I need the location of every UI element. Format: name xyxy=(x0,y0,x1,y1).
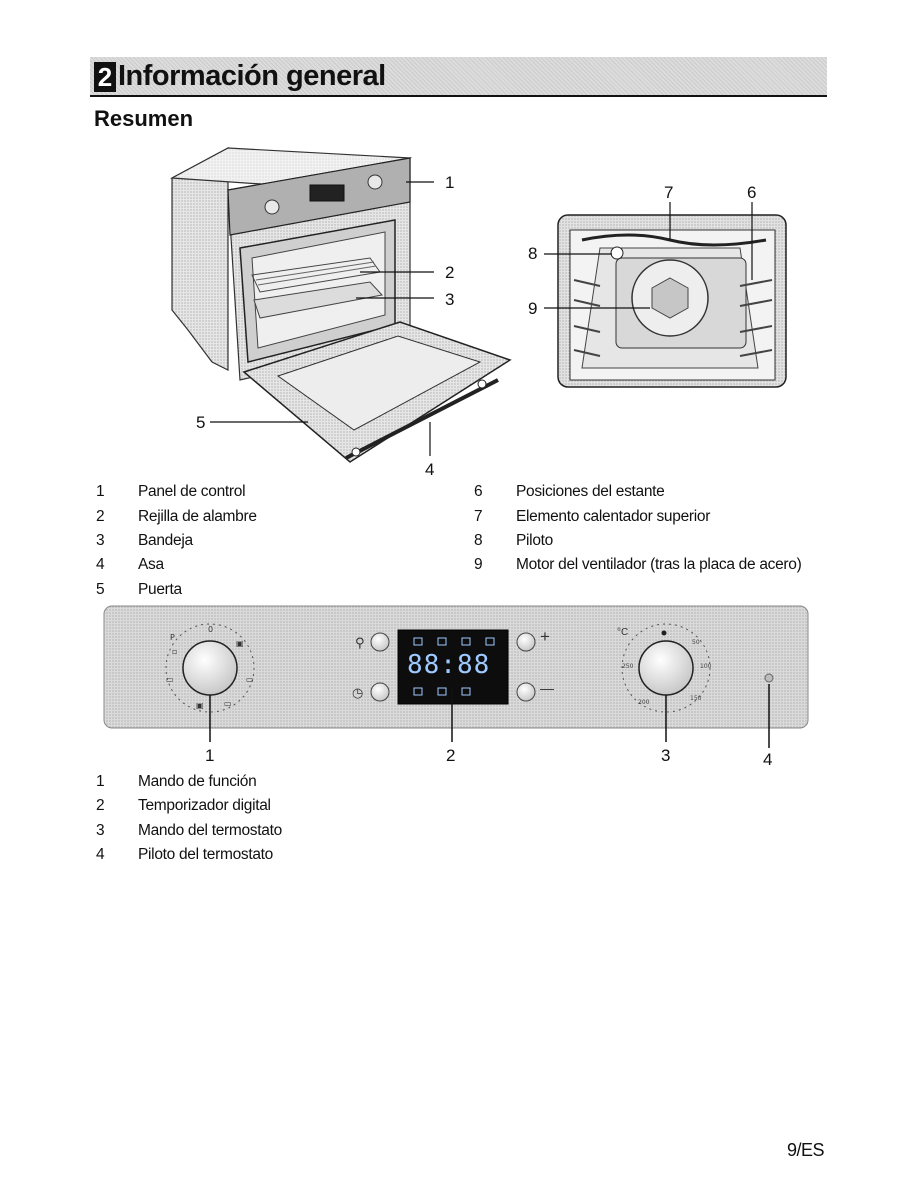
legend-text: Rejilla de alambre xyxy=(138,508,257,525)
svg-text:200: 200 xyxy=(638,699,650,706)
cavity-callout-6: 6 xyxy=(747,183,757,202)
legend-number: 6 xyxy=(474,483,483,500)
svg-text:P: P xyxy=(170,633,175,642)
oven-callout-2: 2 xyxy=(445,263,455,282)
cavity-callout-7: 7 xyxy=(664,183,674,202)
svg-text:⚲: ⚲ xyxy=(355,636,365,651)
svg-text:250: 250 xyxy=(622,663,634,670)
legend-text: Piloto del termostato xyxy=(138,846,273,863)
plus-icon: + xyxy=(540,627,550,646)
chapter-header-bar xyxy=(90,57,827,97)
svg-text:◷: ◷ xyxy=(352,686,363,701)
legend-text: Bandeja xyxy=(138,532,193,549)
cavity-callout-8: 8 xyxy=(528,244,538,263)
minus-icon: — xyxy=(540,680,554,696)
svg-text:▣: ▣ xyxy=(236,639,244,648)
legend-text: Mando de función xyxy=(138,773,257,790)
legend-text: Asa xyxy=(138,556,164,573)
oven-cavity-illustration xyxy=(544,202,787,388)
legend-number: 7 xyxy=(474,508,483,525)
oven-callout-5: 5 xyxy=(196,413,206,432)
legend-number: 3 xyxy=(96,532,105,549)
svg-text:50: 50 xyxy=(692,639,700,646)
svg-text:▫: ▫ xyxy=(172,647,177,656)
oven-illustration xyxy=(169,146,512,463)
legend-number: 8 xyxy=(474,532,483,549)
legend-text: Posiciones del estante xyxy=(516,483,665,500)
timer-display: 88:88 xyxy=(407,650,491,680)
celsius-label: °C xyxy=(617,627,629,638)
section-title: Resumen xyxy=(94,106,194,131)
oven-callout-3: 3 xyxy=(445,290,455,309)
svg-text:100: 100 xyxy=(700,663,712,670)
svg-text:150: 150 xyxy=(690,695,702,702)
panel-callout-1: 1 xyxy=(205,746,215,765)
chapter-number: 2 xyxy=(94,62,116,92)
legend-number: 3 xyxy=(96,822,105,839)
svg-text:▭: ▭ xyxy=(224,699,232,708)
legend-text: Elemento calentador superior xyxy=(516,508,711,525)
legend-number: 1 xyxy=(96,773,105,790)
page-number: 9/ES xyxy=(786,1140,825,1160)
legend-number: 4 xyxy=(96,556,105,573)
legend-number: 2 xyxy=(96,508,105,525)
legend-number: 2 xyxy=(96,797,105,814)
svg-text:▣: ▣ xyxy=(196,701,204,710)
panel-callout-2: 2 xyxy=(446,746,456,765)
chapter-title: Información general xyxy=(118,60,386,92)
legend-text: Puerta xyxy=(138,581,182,598)
cavity-callout-9: 9 xyxy=(528,299,538,318)
svg-text:0: 0 xyxy=(208,625,213,634)
legend-text: Panel de control xyxy=(138,483,246,500)
legend-number: 1 xyxy=(96,483,105,500)
panel-callout-4: 4 xyxy=(763,750,773,769)
svg-text:▭: ▭ xyxy=(166,675,174,684)
control-panel-illustration: P 0 ▣ ▫ ▭ ▭ ▣ ▭ ⚲ ◷ 50 100 250 150 200 xyxy=(103,605,809,748)
legend-text: Motor del ventilador (tras la placa de a… xyxy=(516,556,802,573)
legend-number: 9 xyxy=(474,556,483,573)
legend-number: 4 xyxy=(96,846,105,863)
legend-text: Piloto xyxy=(516,532,553,549)
oven-callout-4: 4 xyxy=(425,460,435,479)
panel-callout-3: 3 xyxy=(661,746,671,765)
legend-text: Temporizador digital xyxy=(138,797,271,814)
svg-text:▭: ▭ xyxy=(246,675,254,684)
legend-text: Mando del termostato xyxy=(138,822,282,839)
oven-callout-1: 1 xyxy=(445,173,455,192)
legend-number: 5 xyxy=(96,581,105,598)
